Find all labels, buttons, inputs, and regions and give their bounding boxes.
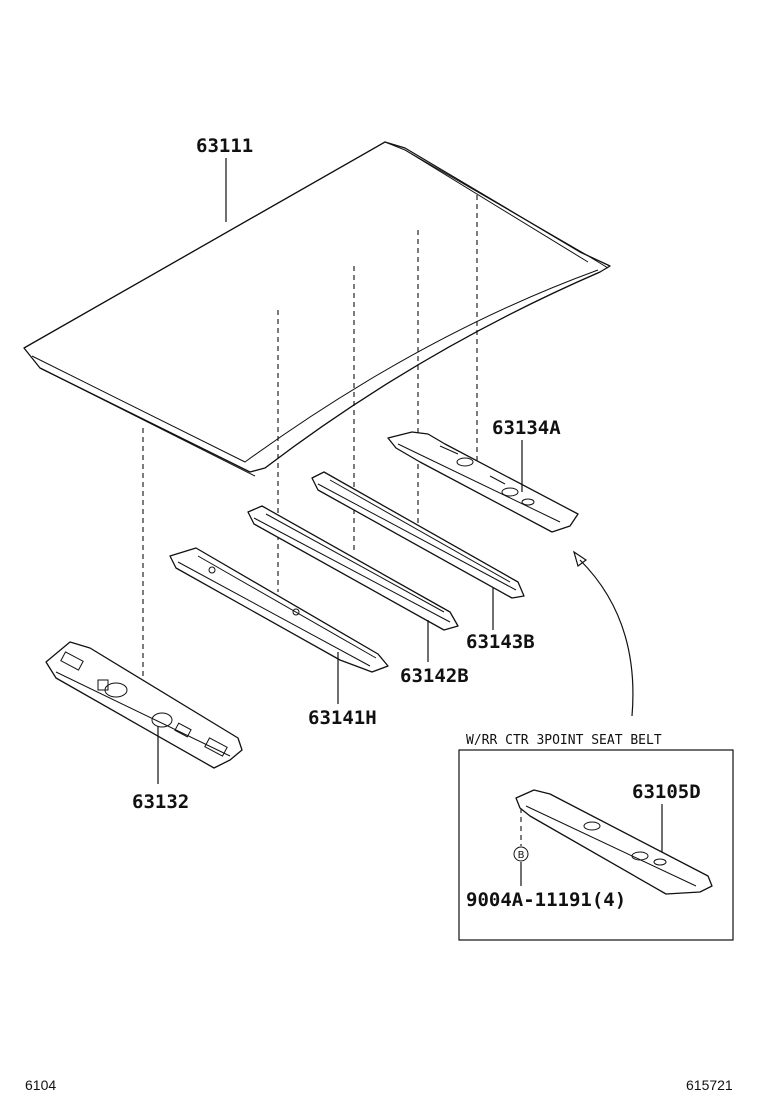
footer-right-code: 615721 xyxy=(686,1077,733,1093)
label-reinforcement-b2: 63142B xyxy=(400,665,469,687)
footer-left-code: 6104 xyxy=(25,1077,56,1093)
inset-rail-part[interactable] xyxy=(515,789,713,895)
label-bolt: 9004A-11191(4) xyxy=(466,889,626,911)
inset-box xyxy=(458,749,734,941)
bolt-marker-circle xyxy=(513,846,529,862)
rear-rail-part[interactable] xyxy=(387,431,579,533)
label-reinforcement-b: 63143B xyxy=(466,631,535,653)
front-header-part[interactable] xyxy=(45,641,243,769)
reinforcement-b-part[interactable] xyxy=(311,471,525,599)
reinforcement-b2-part[interactable] xyxy=(247,505,459,631)
curved-arrow xyxy=(572,550,634,717)
label-inset-rail: 63105D xyxy=(632,781,701,803)
bolt-marker-letter: B xyxy=(518,850,525,861)
label-reinforcement-h: 63141H xyxy=(308,707,377,729)
label-roof-panel: 63111 xyxy=(196,135,253,157)
inset-title: W/RR CTR 3POINT SEAT BELT xyxy=(466,733,662,748)
label-front-header: 63132 xyxy=(132,791,189,813)
reinforcement-h-part[interactable] xyxy=(169,547,389,673)
label-rear-rail: 63134A xyxy=(492,417,561,439)
leader-lines xyxy=(157,158,663,886)
